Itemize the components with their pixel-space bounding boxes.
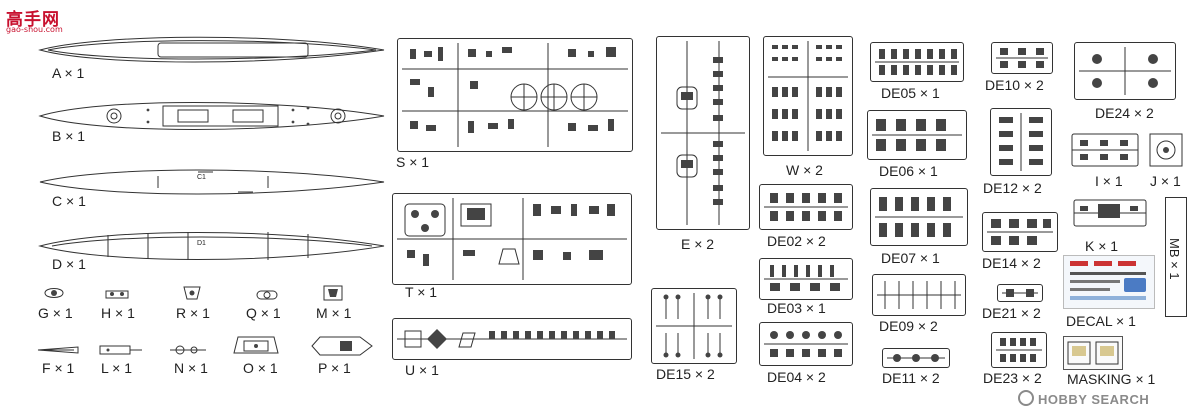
label-f: F × 1 [42, 360, 75, 376]
hull-part-b [38, 102, 385, 130]
label-de11: DE11 × 2 [882, 370, 940, 386]
sprue-t [392, 193, 632, 285]
sprue-de24 [1074, 42, 1176, 100]
sprue-e [656, 36, 750, 230]
decal-sheet [1063, 255, 1155, 309]
sprue-de15 [651, 288, 737, 364]
label-a: A × 1 [52, 65, 85, 81]
watermark: HOBBY SEARCH [1018, 390, 1149, 407]
label-p: P × 1 [318, 360, 351, 376]
site-logo: 高手网 gao-shou.com [6, 5, 72, 39]
logo-subtext: gao-shou.com [6, 25, 63, 34]
hull-d-mark: D1 [197, 240, 206, 247]
sprue-de10 [991, 42, 1053, 74]
watermark-text: HOBBY SEARCH [1038, 392, 1150, 407]
hull-part-d [38, 232, 385, 260]
label-o: O × 1 [243, 360, 278, 376]
sprue-de09 [872, 274, 966, 316]
label-h: H × 1 [101, 305, 135, 321]
label-de06: DE06 × 1 [879, 163, 938, 179]
watermark-icon [1018, 390, 1034, 406]
label-i: I × 1 [1095, 173, 1123, 189]
part-o [233, 336, 279, 354]
label-de07: DE07 × 1 [881, 250, 940, 266]
label-de05: DE05 × 1 [881, 85, 940, 101]
label-de14: DE14 × 2 [982, 255, 1041, 271]
label-decal: DECAL × 1 [1066, 313, 1136, 329]
hull-part-a [38, 36, 385, 63]
label-e: E × 2 [681, 236, 715, 252]
sprue-de07 [870, 188, 968, 246]
label-q: Q × 1 [246, 305, 281, 321]
sprue-s [397, 38, 633, 152]
sprue-de02 [759, 184, 853, 230]
label-de21: DE21 × 2 [982, 305, 1041, 321]
sprue-u [392, 318, 632, 360]
part-q [256, 290, 278, 300]
logo-text: 高手网 [6, 10, 60, 30]
label-u: U × 1 [405, 362, 439, 378]
sprue-de05 [870, 42, 964, 82]
label-w: W × 2 [786, 162, 823, 178]
sprue-de14 [982, 212, 1058, 252]
label-mb: MB × 1 [1167, 238, 1182, 280]
sprue-w [763, 36, 853, 156]
label-j: J × 1 [1150, 173, 1181, 189]
sprue-de06 [867, 110, 967, 160]
part-n [170, 345, 206, 355]
label-masking: MASKING × 1 [1067, 371, 1156, 387]
label-de09: DE09 × 2 [879, 318, 938, 334]
part-f [37, 346, 79, 354]
label-t: T × 1 [405, 284, 438, 300]
label-c: C × 1 [52, 193, 86, 209]
sprue-de04 [759, 322, 853, 366]
label-de23: DE23 × 2 [983, 370, 1042, 386]
sprue-de21 [997, 284, 1043, 302]
hull-c-mark: C1 [197, 174, 206, 181]
label-l: L × 1 [101, 360, 133, 376]
label-b: B × 1 [52, 128, 86, 144]
label-de12: DE12 × 2 [983, 180, 1042, 196]
part-m [323, 285, 343, 301]
label-g: G × 1 [38, 305, 73, 321]
label-de03: DE03 × 1 [767, 300, 826, 316]
hull-part-c [39, 169, 385, 195]
part-g [44, 288, 64, 298]
label-de04: DE04 × 2 [767, 369, 826, 385]
part-i [1071, 133, 1139, 167]
label-de24: DE24 × 2 [1095, 105, 1154, 121]
part-k [1073, 199, 1147, 227]
sprue-de23 [991, 332, 1047, 368]
part-mb: MB × 1 [1165, 197, 1187, 317]
label-de02: DE02 × 2 [767, 233, 826, 249]
part-r [183, 286, 201, 300]
label-k: K × 1 [1085, 238, 1119, 254]
label-m: M × 1 [316, 305, 352, 321]
sprue-de12 [990, 108, 1052, 176]
masking-sheet [1063, 336, 1123, 370]
label-s: S × 1 [396, 154, 430, 170]
label-d: D × 1 [52, 256, 86, 272]
part-l [99, 345, 142, 355]
label-de10: DE10 × 2 [985, 77, 1044, 93]
part-j [1149, 133, 1183, 167]
part-p [311, 336, 373, 356]
sprue-de11 [882, 348, 950, 368]
label-de15: DE15 × 2 [656, 366, 715, 382]
label-n: N × 1 [174, 360, 208, 376]
sprue-de03 [759, 258, 853, 300]
label-r: R × 1 [176, 305, 210, 321]
part-h [105, 290, 129, 299]
